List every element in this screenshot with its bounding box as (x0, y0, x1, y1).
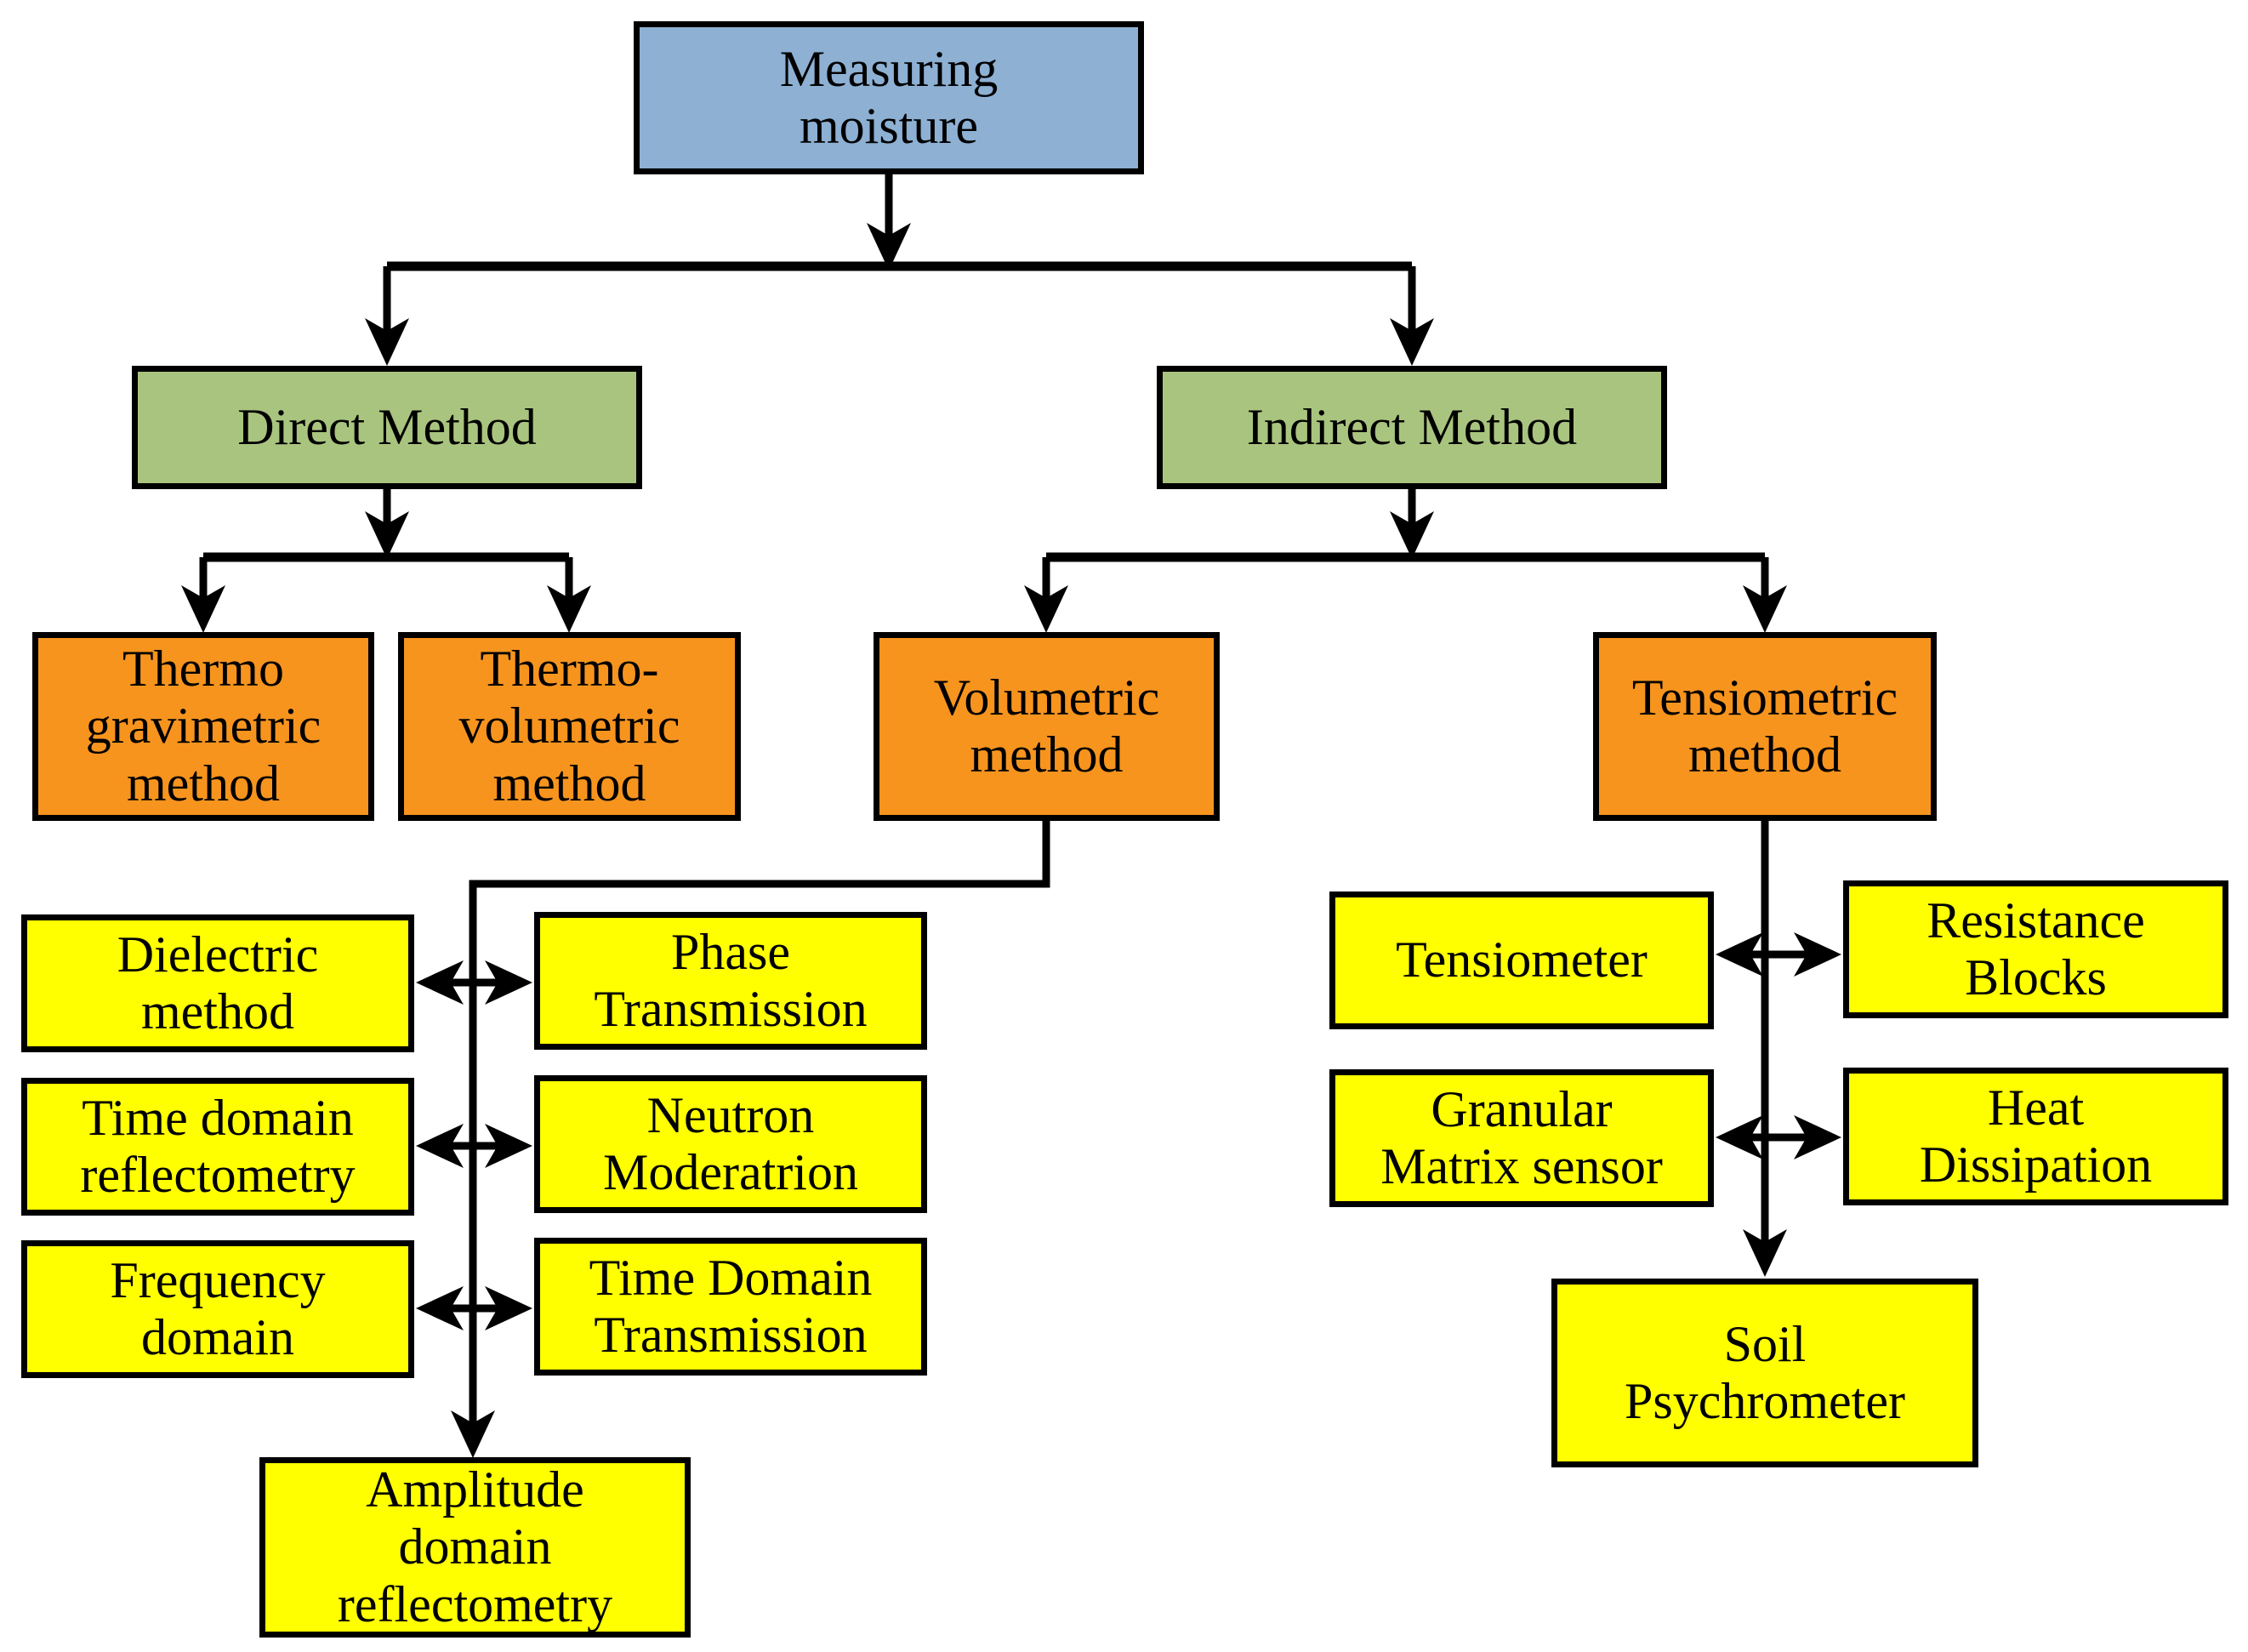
node-thermo-gravimetric: Thermo gravimetric method (32, 632, 374, 821)
node-amplitude-domain-reflectometry: Amplitude domain reflectometry (259, 1457, 691, 1638)
node-volumetric-method: Volumetric method (874, 632, 1220, 821)
node-frequency-domain: Frequency domain (21, 1240, 414, 1378)
node-phase-transmission: Phase Transmission (534, 912, 927, 1050)
node-resistance-blocks: Resistance Blocks (1843, 880, 2228, 1018)
node-heat-dissipation: Heat Dissipation (1843, 1068, 2228, 1205)
node-tensiometric-method: Tensiometric method (1593, 632, 1937, 821)
node-granular-matrix-sensor: Granular Matrix sensor (1329, 1069, 1714, 1207)
node-indirect-method: Indirect Method (1157, 366, 1667, 489)
node-time-domain-transmission: Time Domain Transmission (534, 1238, 927, 1376)
node-direct-method: Direct Method (132, 366, 642, 489)
node-soil-psychrometer: Soil Psychrometer (1551, 1279, 1978, 1467)
node-dielectric-method: Dielectric method (21, 914, 414, 1052)
node-time-domain-reflectometry: Time domain reflectometry (21, 1078, 414, 1216)
node-neutron-moderation: Neutron Moderatrion (534, 1075, 927, 1213)
node-tensiometer: Tensiometer (1329, 892, 1714, 1029)
node-measuring-moisture: Measuring moisture (634, 21, 1144, 174)
node-thermo-volumetric: Thermo- volumetric method (398, 632, 741, 821)
